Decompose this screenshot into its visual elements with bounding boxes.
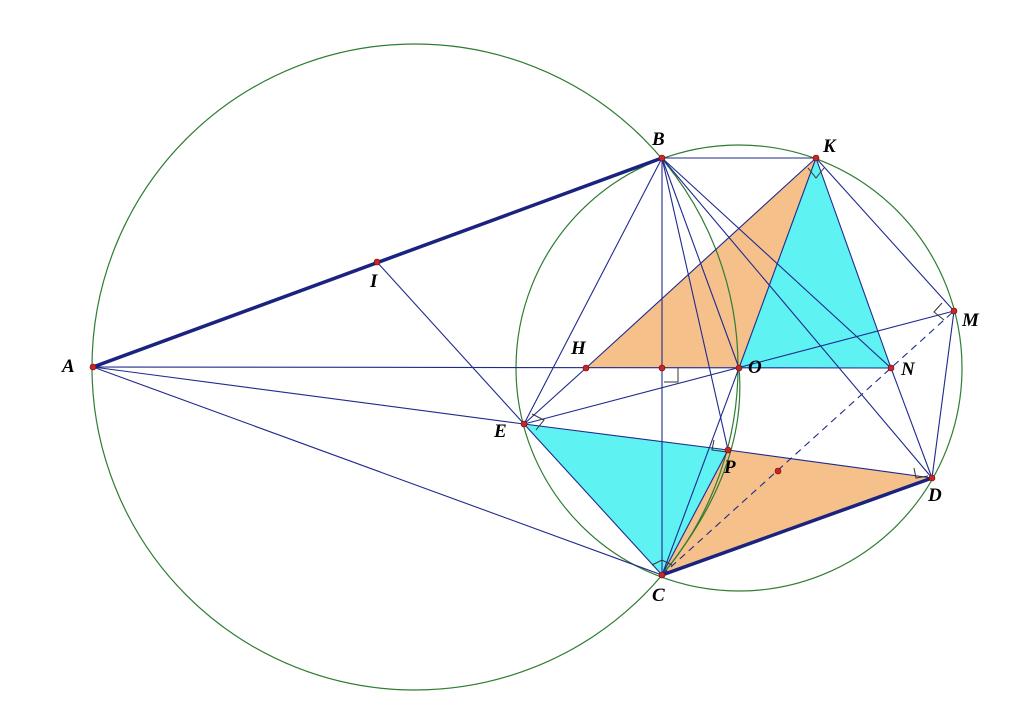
arc-o-c	[661, 367, 741, 576]
segment-c-o	[661, 367, 740, 576]
segment-c-p	[661, 449, 729, 576]
labels: A B K I H O N M E P D C	[61, 129, 980, 606]
segment-k-n	[815, 157, 892, 369]
cyan-triangle-kon	[739, 158, 891, 368]
orange-triangle-pcd	[662, 450, 932, 575]
point-d	[928, 474, 936, 482]
segment-m-d	[931, 310, 955, 479]
right-angle-mark-d	[913, 467, 929, 479]
segment-a-c	[92, 366, 663, 576]
segment-b-e	[523, 157, 663, 425]
point-m	[950, 307, 958, 315]
segment-c-m-dashed	[661, 310, 955, 576]
segment-c-d-thick	[660, 476, 934, 577]
segment-e-c	[523, 423, 663, 576]
segment-b-d	[661, 157, 933, 479]
right-angle-mark-k	[807, 167, 825, 179]
segment-e-p	[523, 423, 729, 451]
label-o: O	[748, 357, 762, 378]
point-b	[658, 154, 666, 162]
point-o	[735, 364, 743, 372]
point-midpoint-cm	[774, 467, 782, 475]
segment-a-e	[92, 366, 525, 425]
right-angle-mark-foot-bc	[664, 368, 679, 383]
label-p: P	[723, 457, 736, 478]
segment-p-d	[727, 449, 933, 479]
segment-k-m	[815, 157, 955, 312]
segment-i-e	[376, 261, 525, 425]
point-n	[887, 364, 895, 372]
right-angle-marks	[531, 167, 945, 566]
right-angle-mark-m	[933, 302, 945, 321]
label-c: C	[652, 585, 665, 606]
segment-b-n	[661, 157, 892, 369]
segment-k-o	[738, 157, 817, 369]
point-h	[582, 364, 590, 372]
point-p	[724, 446, 732, 454]
segment-k-h	[585, 157, 817, 369]
point-e	[520, 420, 528, 428]
label-a: A	[61, 356, 75, 377]
label-k: K	[822, 136, 837, 157]
right-angle-mark-p	[711, 439, 728, 453]
right-angle-mark-e	[531, 413, 545, 431]
right-angle-mark-c	[651, 559, 673, 566]
label-e: E	[493, 421, 507, 442]
segment-n-d	[890, 367, 933, 479]
points	[89, 154, 958, 579]
point-k	[812, 154, 820, 162]
label-b: B	[651, 129, 665, 150]
point-i	[373, 258, 381, 266]
label-m: M	[961, 310, 980, 331]
segment-a-n	[92, 366, 892, 369]
point-a	[89, 363, 97, 371]
cyan-triangle-ecp	[524, 424, 728, 575]
point-foot-bc	[658, 364, 666, 372]
label-d: D	[927, 485, 942, 506]
label-h: H	[570, 338, 587, 359]
label-n: N	[900, 359, 916, 380]
segment-b-p	[661, 157, 729, 451]
label-i: I	[369, 271, 378, 292]
point-c	[658, 571, 666, 579]
